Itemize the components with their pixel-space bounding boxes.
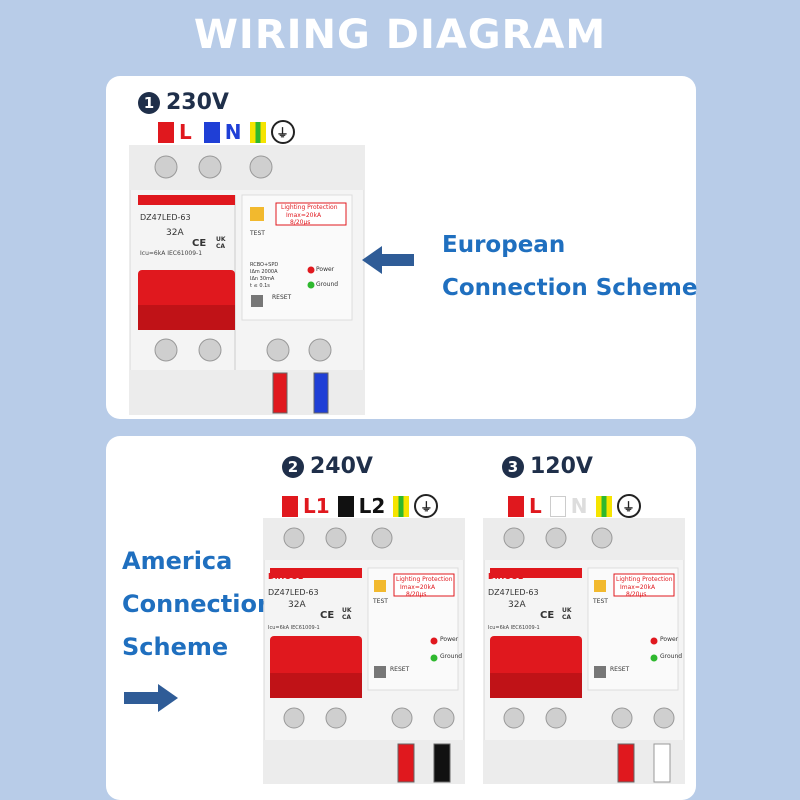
ground-icon: ⏚ xyxy=(616,494,641,518)
v120-heading: 3 120V xyxy=(502,454,593,479)
rcbo-line: IΔn 30mA xyxy=(250,276,275,282)
reset-label: RESET xyxy=(272,294,292,301)
ce-mark: CE xyxy=(540,610,555,621)
model-label: DZ47LED-63 xyxy=(488,588,539,597)
v120-legend: L N ⏚ xyxy=(508,494,641,518)
lp-wave: 8/20μs xyxy=(290,219,311,226)
ukca-mark: UK CA xyxy=(342,607,352,621)
v240-voltage: 240V xyxy=(310,454,373,479)
lp-wave: 8/20μs xyxy=(626,591,647,598)
power-label: Power xyxy=(316,266,335,273)
lp-title: Lighting Protection xyxy=(396,576,453,583)
step-badge: 2 xyxy=(282,455,304,478)
neutral-swatch xyxy=(203,121,220,143)
earth-swatch xyxy=(393,495,410,517)
live-label: L xyxy=(179,120,192,144)
eu-legend: L N ⏚ xyxy=(158,120,295,144)
ce-mark: CE xyxy=(320,610,335,621)
l1-label: L1 xyxy=(303,494,330,518)
l2-swatch xyxy=(337,495,354,517)
eu-heading: 1 230V xyxy=(138,90,229,115)
us-scheme-label: America Connection Scheme xyxy=(122,540,274,669)
left-arrow-icon xyxy=(362,246,414,274)
icu-label: Icu=6kA IEC61009-1 xyxy=(488,625,540,631)
lp-wave: 8/20μs xyxy=(406,591,427,598)
rcbo-line: RCBO+SPD xyxy=(250,262,279,268)
rating-label: 32A xyxy=(508,600,526,610)
brand-label: DIHOOL xyxy=(268,572,304,581)
rcbo-line: IΔm 2000A xyxy=(250,269,278,275)
ground-label: Ground xyxy=(440,653,463,660)
power-label: Power xyxy=(660,636,679,643)
ukca-mark: UK CA xyxy=(216,236,226,250)
brand-label: DIHOOL xyxy=(488,572,524,581)
rating-label: 32A xyxy=(166,228,184,238)
us-label-line: Connection xyxy=(122,590,275,618)
reset-label: RESET xyxy=(610,666,630,673)
neutral-swatch xyxy=(549,495,566,517)
test-label: TEST xyxy=(593,598,608,605)
live-swatch xyxy=(508,495,524,517)
ground-icon: ⏚ xyxy=(270,120,295,144)
l1-swatch xyxy=(282,495,298,517)
v240-legend: L1 L2 ⏚ xyxy=(282,494,439,518)
breaker-120v xyxy=(483,518,685,784)
ground-label: Ground xyxy=(660,653,683,660)
ground-icon: ⏚ xyxy=(414,494,439,518)
reset-label: RESET xyxy=(390,666,410,673)
eu-scheme-label: European Connection Scheme xyxy=(442,224,697,310)
eu-label-line: European xyxy=(442,232,566,258)
lp-value: Imax=20kA xyxy=(400,584,436,591)
brand-label: DIHOOL xyxy=(140,198,176,207)
power-label: Power xyxy=(440,636,459,643)
test-label: TEST xyxy=(250,230,265,237)
us-label-line: America xyxy=(122,547,233,575)
ukca-mark: UK CA xyxy=(562,607,572,621)
l2-label: L2 xyxy=(358,494,386,518)
neutral-label: N xyxy=(224,120,242,144)
v240-heading: 2 240V xyxy=(282,454,373,479)
model-label: DZ47LED-63 xyxy=(140,213,191,222)
rcbo-specs: RCBO+SPD IΔm 2000A IΔn 30mA t ≤ 0.1s xyxy=(250,262,278,290)
live-label: L xyxy=(529,494,542,518)
page-title: WIRING DIAGRAM xyxy=(193,12,607,58)
test-label: TEST xyxy=(373,598,388,605)
earth-swatch xyxy=(249,121,266,143)
lp-value: Imax=20kA xyxy=(286,212,322,219)
us-label-line: Scheme xyxy=(122,633,229,661)
right-arrow-icon xyxy=(124,684,178,712)
icu-label: Icu=6kA IEC61009-1 xyxy=(140,250,203,257)
breaker-eu xyxy=(129,145,365,415)
rating-label: 32A xyxy=(288,600,306,610)
model-label: DZ47LED-63 xyxy=(268,588,319,597)
lp-value: Imax=20kA xyxy=(620,584,656,591)
lp-title: Lighting Protection xyxy=(616,576,673,583)
breaker-240v xyxy=(263,518,465,784)
lp-title: Lighting Protection xyxy=(281,204,338,211)
v120-voltage: 120V xyxy=(530,454,593,479)
neutral-label: N xyxy=(570,494,588,518)
ground-label: Ground xyxy=(316,281,339,288)
step-badge: 3 xyxy=(502,455,524,478)
ce-mark: CE xyxy=(192,238,207,249)
earth-swatch xyxy=(595,495,612,517)
eu-label-line: Connection Scheme xyxy=(442,275,698,301)
eu-voltage: 230V xyxy=(166,90,229,115)
live-swatch xyxy=(158,121,174,143)
rcbo-line: t ≤ 0.1s xyxy=(250,283,270,289)
icu-label: Icu=6kA IEC61009-1 xyxy=(268,625,320,631)
step-badge: 1 xyxy=(138,91,160,114)
